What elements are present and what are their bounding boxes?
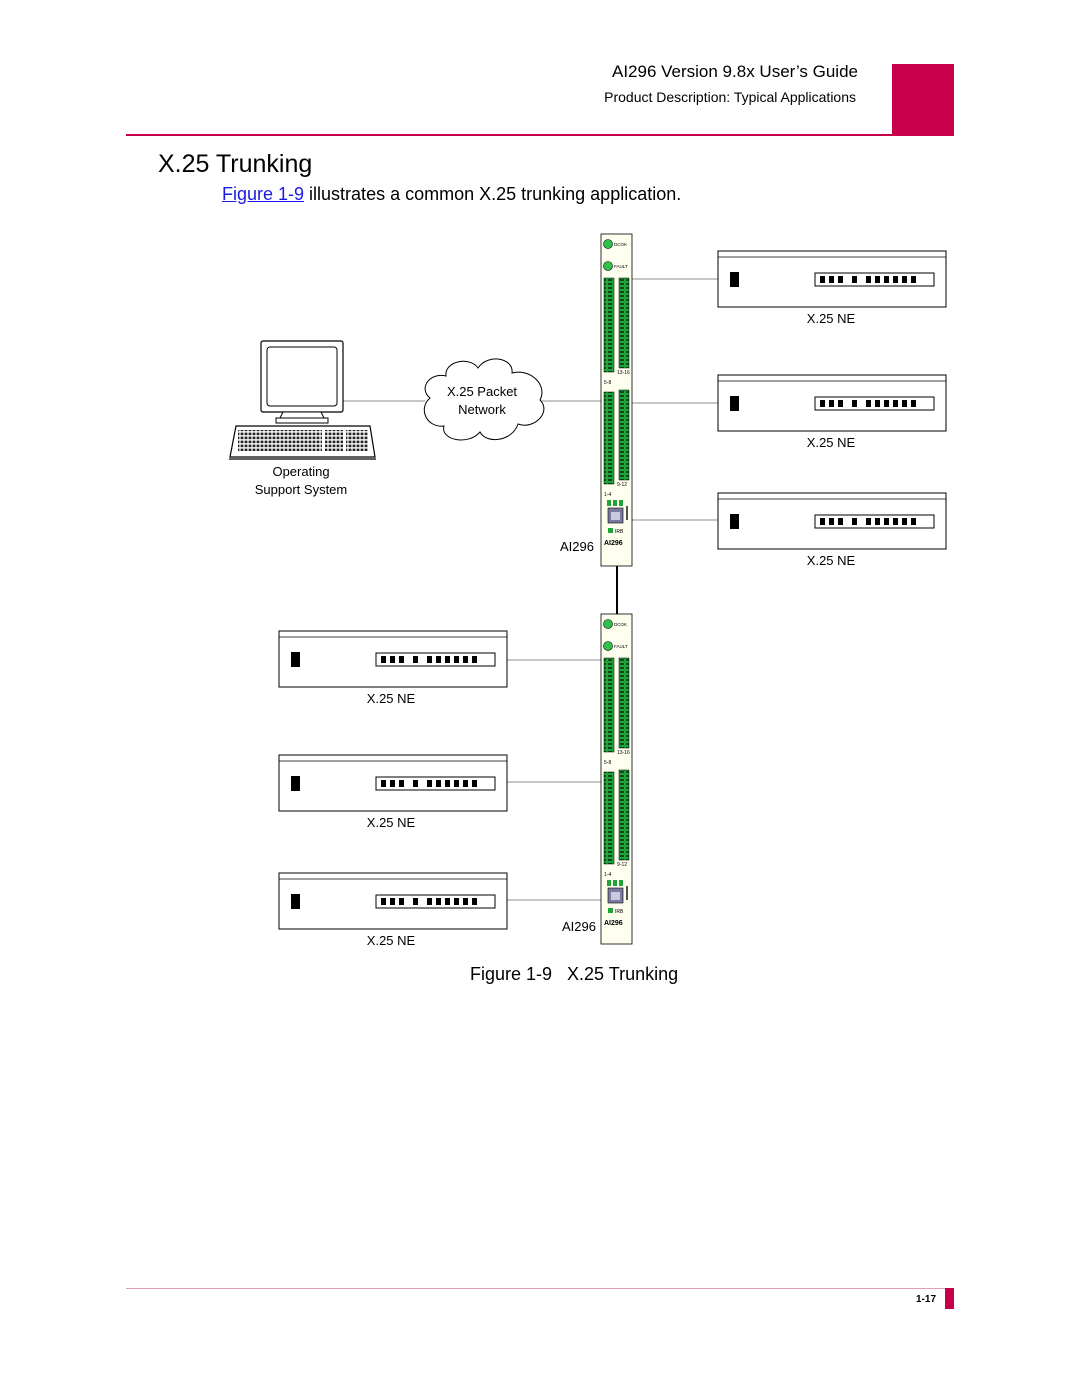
footer-accent-block bbox=[945, 1288, 954, 1309]
cloud-label-line2: Network bbox=[458, 402, 506, 417]
led-label-fault: FAULT bbox=[614, 644, 628, 649]
x25-ne-label: X.25 NE bbox=[367, 815, 416, 830]
intro-paragraph: Figure 1-9 illustrates a common X.25 tru… bbox=[222, 184, 681, 205]
chapter-subtitle: Product Description: Typical Application… bbox=[604, 89, 856, 105]
x25-ne-device bbox=[717, 492, 947, 550]
led-label-dcok: DCOK bbox=[614, 622, 627, 627]
led-label-fault: FAULT bbox=[614, 264, 628, 269]
x25-ne-device bbox=[278, 630, 508, 688]
port-label: 9-12 bbox=[617, 862, 627, 868]
intro-text: illustrates a common X.25 trunking appli… bbox=[304, 184, 682, 204]
port-label: 1-4 bbox=[604, 492, 611, 498]
x25-ne-label: X.25 NE bbox=[367, 691, 416, 706]
port-label: 5-8 bbox=[604, 380, 611, 386]
card-brand: AI296 bbox=[604, 540, 623, 547]
cloud-icon bbox=[423, 358, 545, 441]
x25-ne-label: X.25 NE bbox=[807, 435, 856, 450]
guide-title: AI296 Version 9.8x User’s Guide bbox=[611, 62, 858, 81]
port-label: 5-8 bbox=[604, 760, 611, 766]
footer-rule bbox=[126, 1288, 954, 1289]
x25-ne-device bbox=[278, 754, 508, 812]
oss-label-line1: Operating bbox=[272, 464, 329, 479]
x25-ne-label: X.25 NE bbox=[807, 553, 856, 568]
x25-ne-device bbox=[717, 374, 947, 432]
x25-ne-device bbox=[717, 250, 947, 308]
x25-ne-label: X.25 NE bbox=[807, 311, 856, 326]
oss-label-line2: Support System bbox=[255, 482, 348, 497]
ai296-label-upper: AI296 bbox=[560, 539, 594, 554]
x25-ne-label: X.25 NE bbox=[367, 933, 416, 948]
ai296-label-lower: AI296 bbox=[562, 919, 596, 934]
port-label: 13-16 bbox=[617, 750, 630, 756]
irb-label: IRB bbox=[615, 529, 624, 535]
header-rule bbox=[126, 134, 954, 136]
x25-ne-device bbox=[278, 872, 508, 930]
figure-caption: Figure 1-9 X.25 Trunking bbox=[470, 964, 679, 984]
header-accent-block bbox=[892, 64, 954, 136]
connection-lines bbox=[343, 278, 718, 901]
cloud-label-line1: X.25 Packet bbox=[447, 384, 517, 399]
ai296-card-upper: DCOK FAULT 13-16 5-8 9-12 1-4 IRB AI296 bbox=[600, 233, 633, 567]
irb-label: IRB bbox=[615, 909, 624, 915]
port-label: 9-12 bbox=[617, 482, 627, 488]
port-label: 13-16 bbox=[617, 370, 630, 376]
port-label: 1-4 bbox=[604, 872, 611, 878]
led-label-dcok: DCOK bbox=[614, 242, 627, 247]
section-title: X.25 Trunking bbox=[158, 150, 313, 178]
page-number: 1-17 bbox=[915, 1294, 936, 1305]
figure-link[interactable]: Figure 1-9 bbox=[222, 184, 305, 204]
computer-icon bbox=[229, 340, 376, 460]
card-brand: AI296 bbox=[604, 920, 623, 927]
ai296-card-lower: DCOK FAULT 13-16 5-8 9-12 1-4 IRB AI296 bbox=[600, 613, 633, 945]
